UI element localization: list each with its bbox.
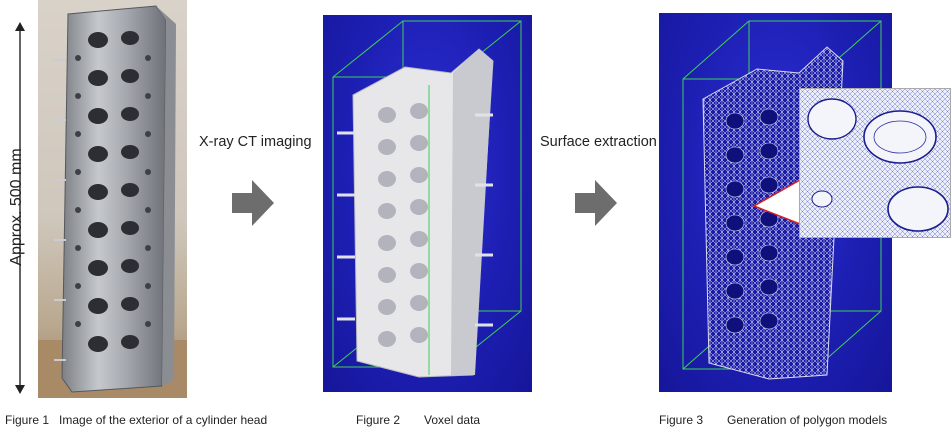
figure-2-caption: Figure 2 Voxel data <box>356 413 480 427</box>
mesh-zoom-inset <box>799 88 951 238</box>
figure-caption-text: Image of the exterior of a cylinder head <box>59 413 268 427</box>
cylinder-head-photo <box>38 0 187 398</box>
figure-number: Figure 1 <box>5 413 50 427</box>
right-arrow-icon <box>575 180 617 226</box>
figure-3-caption: Figure 3 Generation of polygon models <box>659 413 887 427</box>
step-label-surface-extraction: Surface extraction <box>540 134 657 150</box>
figure-caption-text: Voxel data <box>424 413 481 427</box>
step-label-ct-imaging: X-ray CT imaging <box>199 134 312 150</box>
right-arrow-icon <box>232 180 274 226</box>
figure-1-caption: Figure 1 Image of the exterior of a cylin… <box>5 413 267 427</box>
zoom-pointer <box>752 178 801 226</box>
figure-number: Figure 3 <box>659 413 704 427</box>
figure-caption-text: Generation of polygon models <box>727 413 888 427</box>
figure-number: Figure 2 <box>356 413 401 427</box>
voxel-data-image <box>323 15 532 392</box>
dimension-arrow <box>15 22 25 394</box>
